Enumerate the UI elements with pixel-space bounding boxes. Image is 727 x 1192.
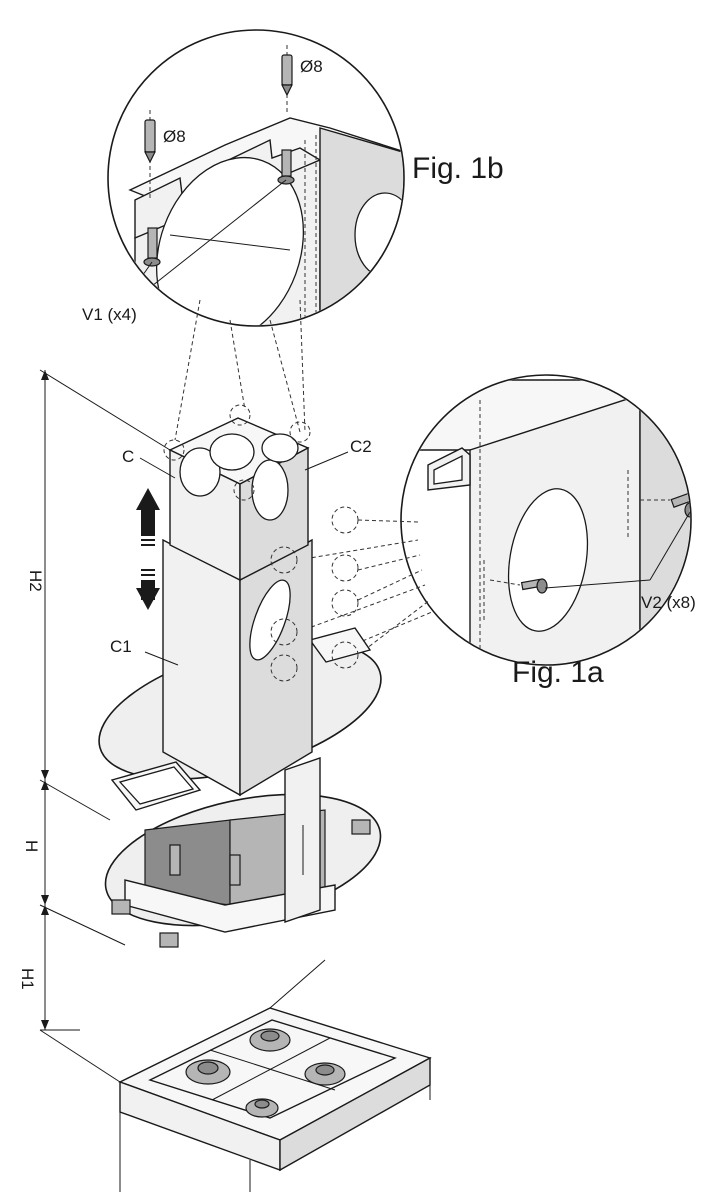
countertop-lines (39, 959, 431, 1192)
wall-plug-icon (281, 45, 293, 115)
v1-label: V1 (x4) (82, 305, 137, 324)
h1-dimension-label: H1 (18, 968, 37, 990)
h2-dimension-label: H2 (26, 570, 45, 592)
up-down-arrow-icon (136, 488, 160, 610)
v2-label: V2 (x8) (641, 593, 696, 612)
wall-plug-icon (144, 110, 156, 200)
hood-bracket-icon (111, 819, 371, 948)
ceiling-plate-bracket-icon (308, 627, 372, 663)
plug-diameter-label: Ø8 (163, 127, 186, 146)
detail-bubbles (163, 404, 359, 682)
detail-fig-1a: V2 (x8) Fig. 1a (400, 374, 696, 689)
projection-lines-1a (297, 519, 433, 669)
fig-1b-label: Fig. 1b (412, 152, 504, 185)
c1-label: C1 (110, 637, 132, 656)
burner-icon (185, 1059, 231, 1085)
v2-screw-icon (640, 492, 690, 518)
chimney-upper-c (168, 417, 310, 582)
detail-fig-1b: Ø8 Ø8 V1 (x4) Fig. 1b (82, 29, 504, 327)
v2-screw-icon (489, 578, 548, 594)
c2-label: C2 (350, 437, 372, 456)
hood-body (124, 757, 336, 933)
c-label: C (122, 447, 134, 466)
fig-1a-label: Fig. 1a (512, 656, 604, 689)
h-dimension-label: H (22, 840, 41, 852)
burner-icon (304, 1062, 346, 1086)
burner-icon (245, 1098, 279, 1118)
ceiling-plate-bracket-icon (110, 761, 202, 811)
dimension-lines (39, 369, 171, 1031)
plug-diameter-label: Ø8 (300, 57, 323, 76)
burner-icon (249, 1028, 291, 1052)
projection-lines-1b (174, 299, 306, 441)
chimney-lower-c1 (162, 538, 313, 797)
